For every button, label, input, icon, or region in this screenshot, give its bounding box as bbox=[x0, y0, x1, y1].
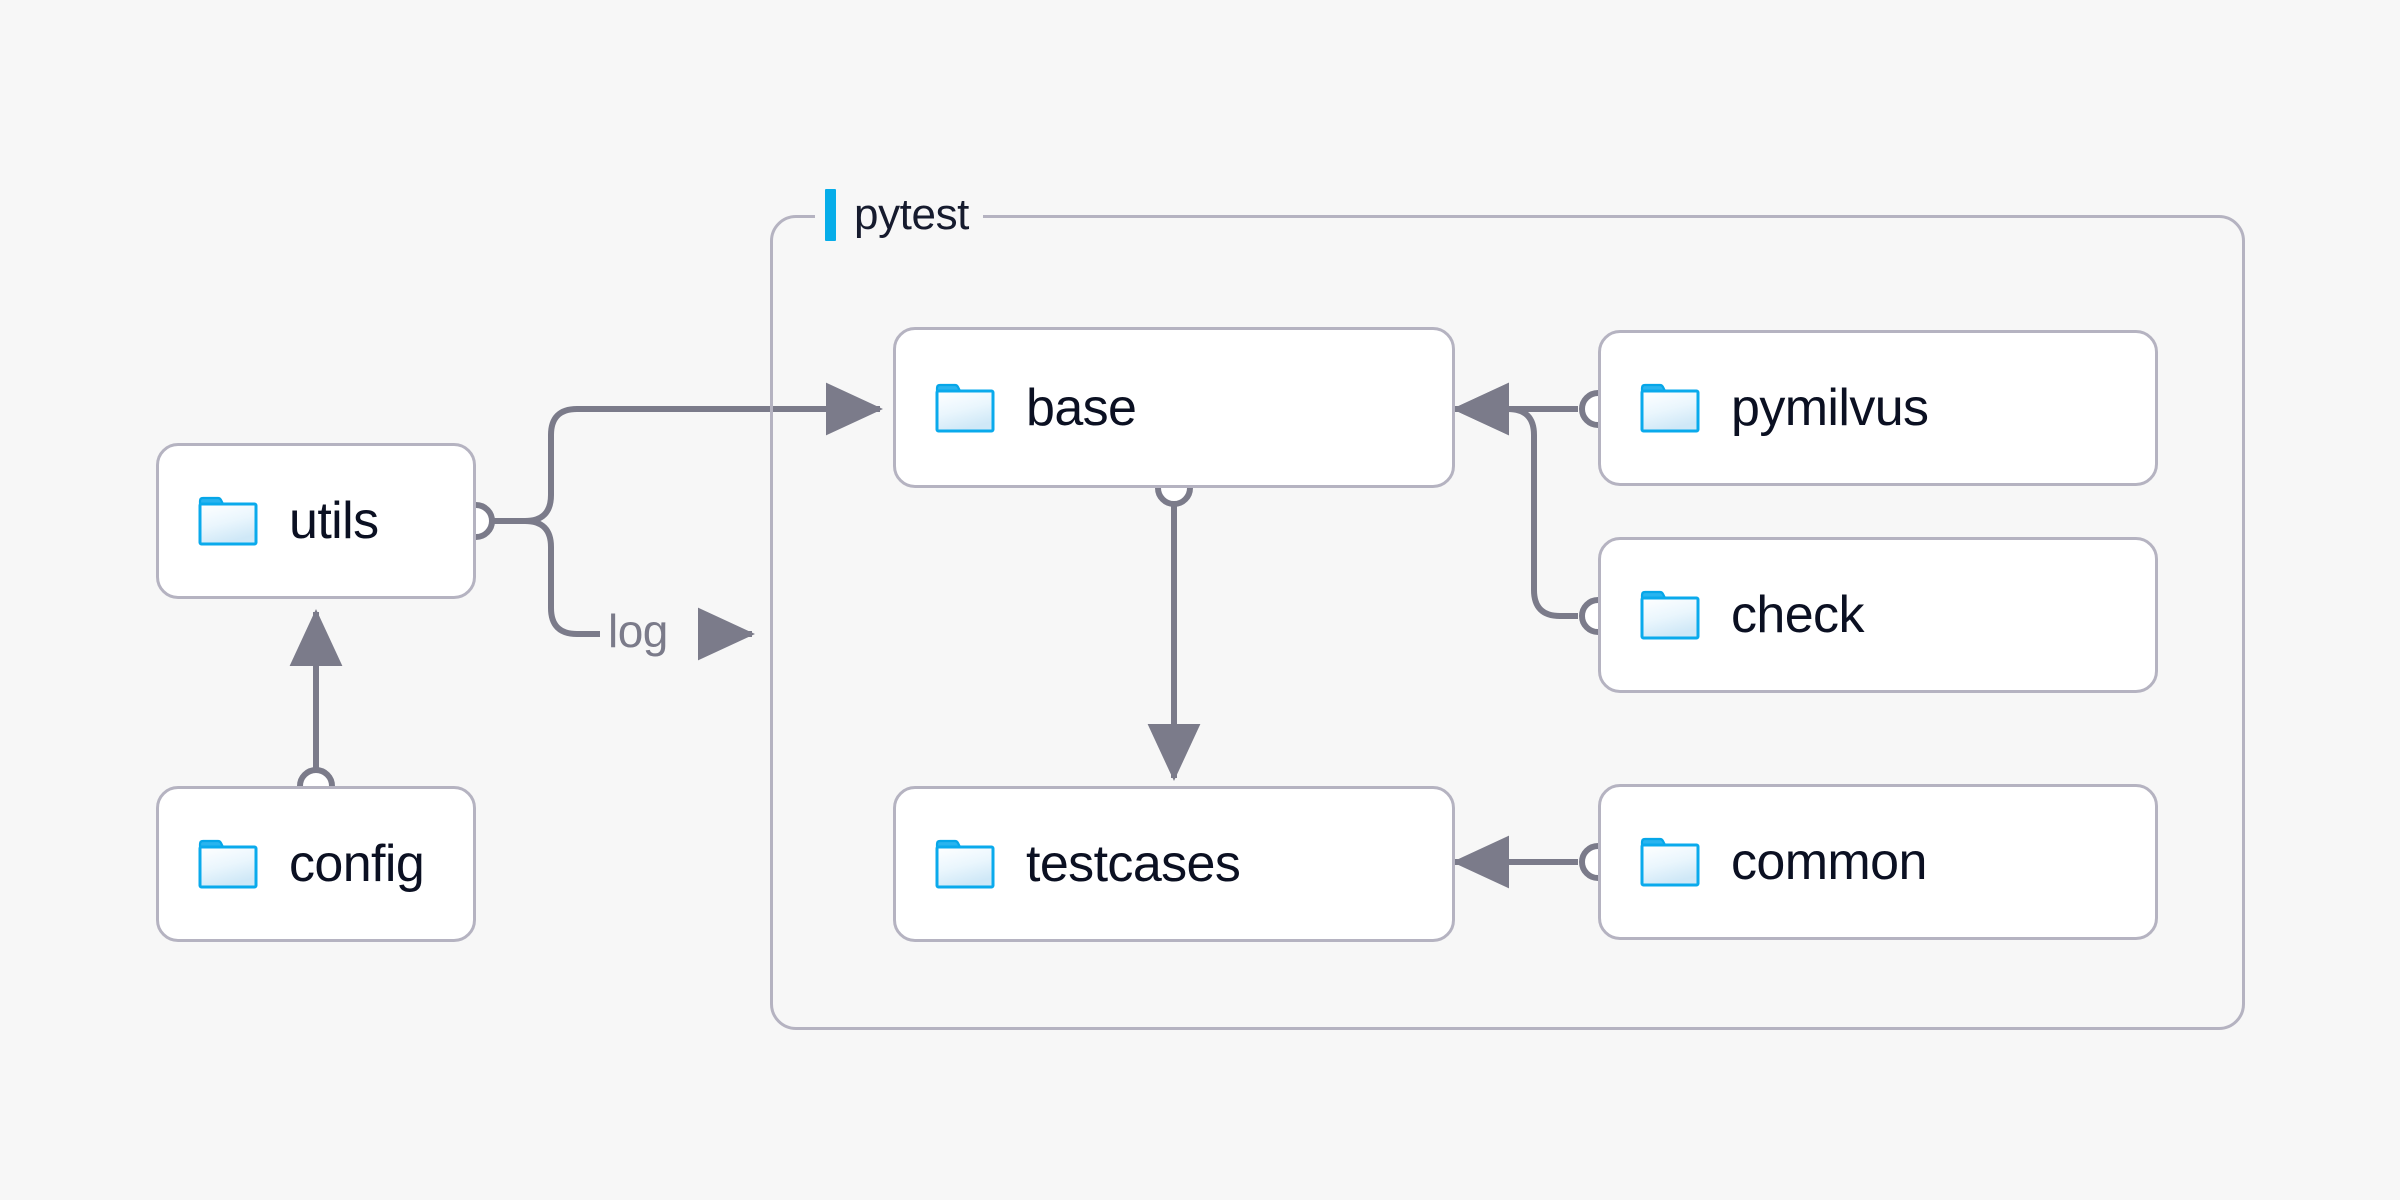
group-label-pytest: pytest bbox=[815, 184, 983, 246]
folder-icon bbox=[198, 496, 258, 546]
folder-icon bbox=[1640, 590, 1700, 640]
node-label-check: check bbox=[1731, 586, 1864, 644]
node-utils[interactable]: utils bbox=[156, 443, 476, 599]
folder-icon bbox=[1640, 383, 1700, 433]
group-label-text: pytest bbox=[854, 190, 969, 239]
node-label-pymilvus: pymilvus bbox=[1731, 379, 1929, 437]
folder-icon bbox=[1640, 837, 1700, 887]
node-check[interactable]: check bbox=[1598, 537, 2158, 693]
folder-icon bbox=[935, 383, 995, 432]
node-label-config: config bbox=[289, 835, 425, 893]
group-container-pytest[interactable] bbox=[770, 215, 2245, 1030]
folder-icon bbox=[198, 839, 258, 889]
accent-bar-icon bbox=[825, 189, 836, 241]
edge-label-log: log bbox=[602, 604, 674, 658]
folder-icon bbox=[935, 839, 995, 889]
edge-utils-to-pytest-log bbox=[524, 518, 600, 637]
node-common[interactable]: common bbox=[1598, 784, 2158, 940]
node-label-base: base bbox=[1026, 378, 1137, 437]
node-label-common: common bbox=[1731, 833, 1927, 891]
node-pymilvus[interactable]: pymilvus bbox=[1598, 330, 2158, 486]
node-base[interactable]: base bbox=[893, 327, 1455, 488]
node-config[interactable]: config bbox=[156, 786, 476, 942]
node-label-testcases: testcases bbox=[1026, 835, 1241, 893]
node-testcases[interactable]: testcases bbox=[893, 786, 1455, 942]
node-label-utils: utils bbox=[289, 492, 379, 550]
